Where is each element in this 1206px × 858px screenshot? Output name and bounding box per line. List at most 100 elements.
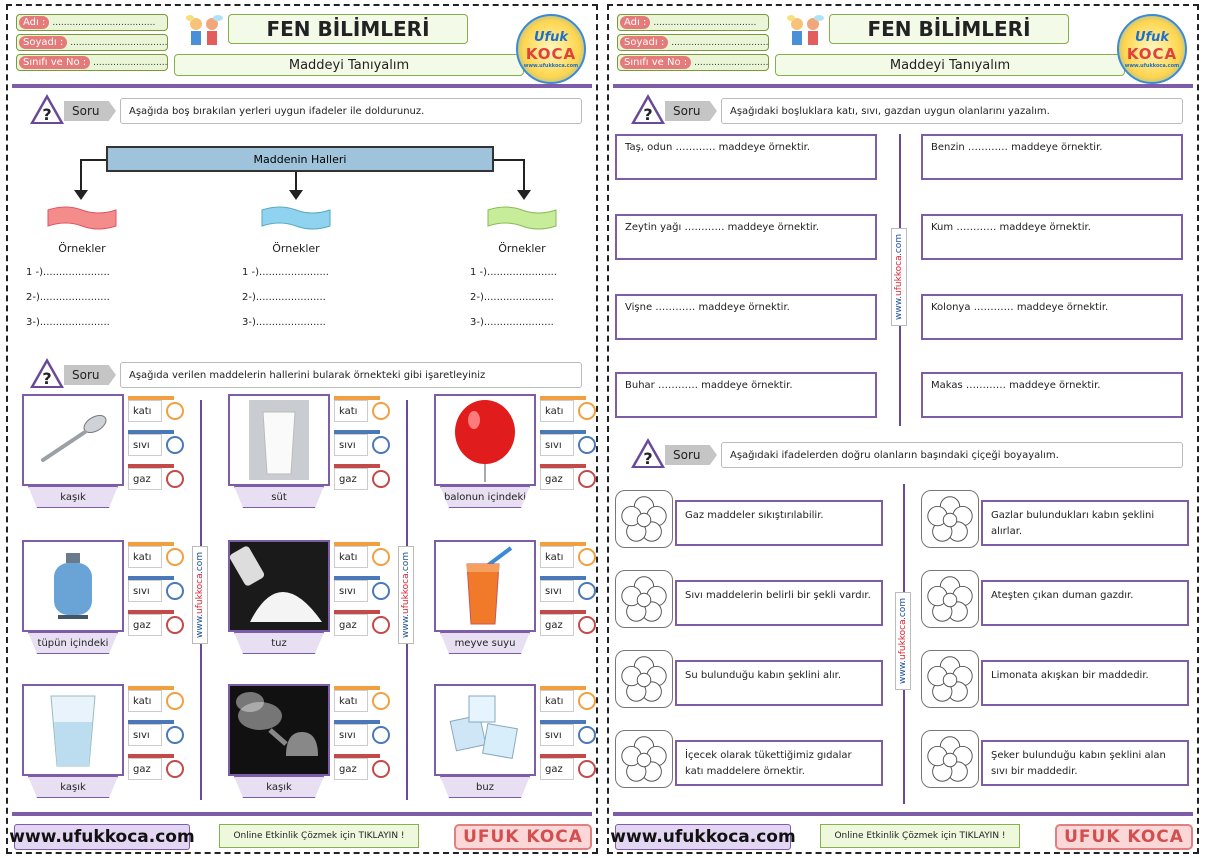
answer-circle[interactable] [372, 402, 390, 420]
answer-line[interactable]: 3-)...................... [242, 317, 326, 328]
fill-blank-box[interactable]: Makas ………… maddeye örnektir. [921, 372, 1183, 418]
answer-circle[interactable] [578, 726, 596, 744]
item-card: tuz [228, 540, 330, 656]
answer-circle[interactable] [166, 692, 184, 710]
option-gas[interactable]: gaz [540, 754, 596, 780]
ornekler-heading: Örnekler [272, 242, 320, 255]
fill-blank-box[interactable]: Kum ………… maddeye örnektir. [921, 214, 1183, 260]
answer-circle[interactable] [372, 436, 390, 454]
answer-line[interactable]: 1 -)...................... [470, 267, 557, 278]
ufuk-koca-logo: Ufuk KOCA www.ufukkoca.com [516, 14, 586, 84]
flower-icon[interactable] [921, 490, 979, 548]
fill-blank-box[interactable]: Zeytin yağı ………… maddeye örnektir. [615, 214, 877, 260]
answer-circle[interactable] [372, 470, 390, 488]
answer-circle[interactable] [372, 548, 390, 566]
answer-circle[interactable] [166, 582, 184, 600]
answer-circle[interactable] [578, 582, 596, 600]
question-3-text: Aşağıdaki boşluklara katı, sıvı, gazdan … [721, 98, 1183, 124]
answer-circle[interactable] [166, 402, 184, 420]
answer-circle[interactable] [372, 760, 390, 778]
item-label: kaşık [234, 776, 324, 798]
answer-circle[interactable] [372, 692, 390, 710]
option-solid[interactable]: katı [128, 542, 184, 568]
option-solid[interactable]: katı [334, 686, 390, 712]
fill-blank-box[interactable]: Buhar ………… maddeye örnektir. [615, 372, 877, 418]
state-options: katı sıvı gaz [334, 686, 390, 792]
option-gas[interactable]: gaz [334, 754, 390, 780]
answer-circle[interactable] [578, 548, 596, 566]
name-field[interactable]: Adı :...................................… [16, 14, 168, 31]
name-field[interactable]: Adı :...................................… [617, 14, 769, 31]
answer-circle[interactable] [578, 692, 596, 710]
option-liquid[interactable]: sıvı [334, 576, 390, 602]
option-gas[interactable]: gaz [540, 610, 596, 636]
answer-line[interactable]: 2-)...................... [26, 292, 110, 303]
svg-text:?: ? [643, 449, 652, 468]
fill-blank-box[interactable]: Taş, odun ………… maddeye örnektir. [615, 134, 877, 180]
flower-icon[interactable] [615, 730, 673, 788]
brand-badge[interactable]: UFUK KOCA [454, 824, 592, 850]
state-options: katı sıvı gaz [128, 686, 184, 792]
answer-circle[interactable] [166, 436, 184, 454]
option-liquid[interactable]: sıvı [334, 720, 390, 746]
answer-line[interactable]: 1 -)...................... [242, 267, 329, 278]
surname-field[interactable]: Soyadı :................................… [16, 34, 168, 51]
option-solid[interactable]: katı [334, 542, 390, 568]
option-liquid[interactable]: sıvı [334, 430, 390, 456]
option-gas[interactable]: gaz [128, 610, 184, 636]
flower-icon[interactable] [615, 650, 673, 708]
option-liquid[interactable]: sıvı [128, 576, 184, 602]
fill-blank-box[interactable]: Benzin ………… maddeye örnektir. [921, 134, 1183, 180]
answer-line[interactable]: 2-)...................... [242, 292, 326, 303]
class-field[interactable]: Sınıfı ve No :..........................… [617, 54, 769, 71]
option-solid[interactable]: katı [540, 686, 596, 712]
fill-blank-box[interactable]: Kolonya ………… maddeye örnektir. [921, 294, 1183, 340]
option-gas[interactable]: gaz [334, 464, 390, 490]
fill-blank-box[interactable]: Vişne ………… maddeye örnektir. [615, 294, 877, 340]
ornekler-heading: Örnekler [498, 242, 546, 255]
option-liquid[interactable]: sıvı [128, 430, 184, 456]
flower-icon[interactable] [921, 650, 979, 708]
surname-field[interactable]: Soyadı :................................… [617, 34, 769, 51]
brand-badge[interactable]: UFUK KOCA [1055, 824, 1193, 850]
class-field[interactable]: Sınıfı ve No :..........................… [16, 54, 168, 71]
answer-circle[interactable] [372, 726, 390, 744]
answer-circle[interactable] [578, 616, 596, 634]
flower-icon[interactable] [921, 570, 979, 628]
option-gas[interactable]: gaz [540, 464, 596, 490]
answer-circle[interactable] [372, 582, 390, 600]
option-liquid[interactable]: sıvı [128, 720, 184, 746]
answer-circle[interactable] [578, 402, 596, 420]
website-link[interactable]: www.ufukkoca.com [610, 824, 796, 850]
flower-icon[interactable] [615, 490, 673, 548]
option-gas[interactable]: gaz [128, 754, 184, 780]
answer-line[interactable]: 3-)...................... [470, 317, 554, 328]
option-solid[interactable]: katı [128, 396, 184, 422]
website-link[interactable]: www.ufukkoca.com [9, 824, 195, 850]
answer-circle[interactable] [166, 548, 184, 566]
answer-line[interactable]: 1 -)..................... [26, 267, 110, 278]
option-solid[interactable]: katı [540, 542, 596, 568]
answer-circle[interactable] [578, 470, 596, 488]
answer-circle[interactable] [166, 760, 184, 778]
online-activity-link[interactable]: Online Etkinlik Çözmek için TIKLAYIN ! [219, 824, 419, 848]
flower-icon[interactable] [615, 570, 673, 628]
answer-circle[interactable] [166, 470, 184, 488]
option-gas[interactable]: gaz [334, 610, 390, 636]
option-liquid[interactable]: sıvı [540, 430, 596, 456]
answer-line[interactable]: 2-)...................... [470, 292, 554, 303]
answer-circle[interactable] [166, 726, 184, 744]
answer-line[interactable]: 3-)...................... [26, 317, 110, 328]
online-activity-link[interactable]: Online Etkinlik Çözmek için TIKLAYIN ! [820, 824, 1020, 848]
option-gas[interactable]: gaz [128, 464, 184, 490]
option-solid[interactable]: katı [540, 396, 596, 422]
answer-circle[interactable] [166, 616, 184, 634]
answer-circle[interactable] [578, 436, 596, 454]
option-solid[interactable]: katı [128, 686, 184, 712]
option-liquid[interactable]: sıvı [540, 576, 596, 602]
option-solid[interactable]: katı [334, 396, 390, 422]
answer-circle[interactable] [372, 616, 390, 634]
flower-icon[interactable] [921, 730, 979, 788]
option-liquid[interactable]: sıvı [540, 720, 596, 746]
answer-circle[interactable] [578, 760, 596, 778]
